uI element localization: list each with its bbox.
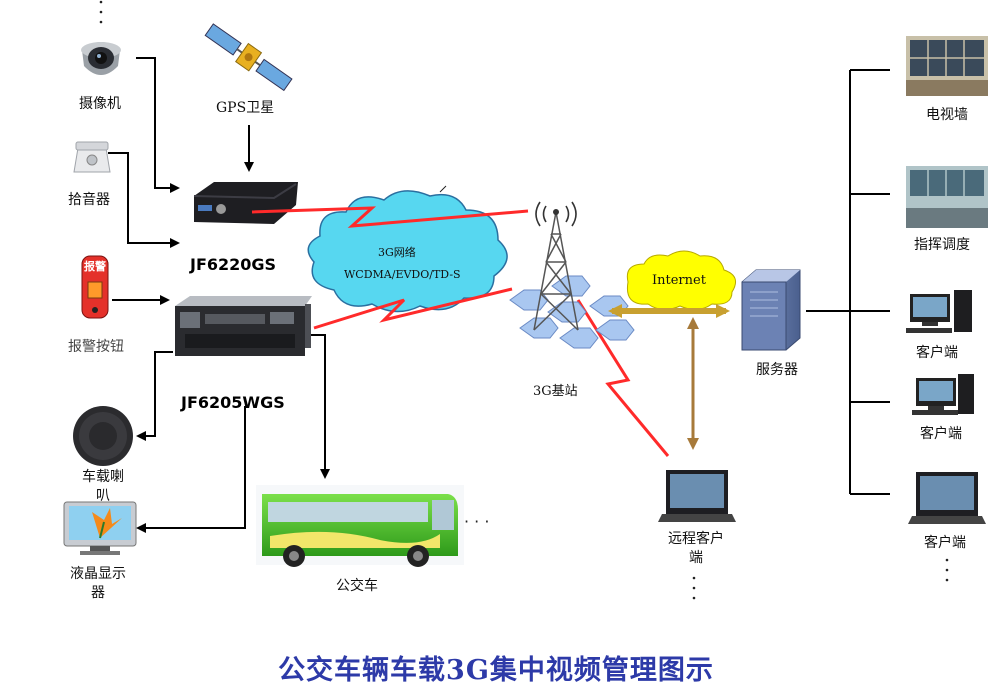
dvr-jf6205wgs-icon bbox=[175, 296, 312, 356]
top-ellipsis bbox=[99, 0, 103, 24]
alarm-button-label: 报警按钮 bbox=[68, 339, 124, 355]
remote-client-laptop-icon bbox=[658, 470, 736, 522]
bus-ellipsis: · · · bbox=[464, 512, 490, 531]
dvr2-model-label: JF6205WGS bbox=[181, 393, 285, 412]
remote-client-label: 远程客户 端 bbox=[656, 530, 736, 568]
gps-label: GPS卫星 bbox=[216, 100, 275, 116]
camera-icon bbox=[81, 42, 121, 75]
base-station-label: 3G基站 bbox=[533, 384, 578, 399]
bus-label: 公交车 bbox=[336, 578, 378, 594]
base-to-remote-link bbox=[576, 299, 670, 457]
dvr2-wireless-link bbox=[313, 287, 513, 330]
alarm-button-text: 报警 bbox=[84, 260, 106, 273]
client-label-3: 客户端 bbox=[924, 535, 966, 551]
tv-wall-icon bbox=[906, 36, 988, 96]
speaker-icon bbox=[73, 406, 133, 466]
lcd-label-line1: 液晶显示 bbox=[70, 566, 126, 582]
server-bracket bbox=[806, 69, 890, 495]
internet-label: Internet bbox=[652, 273, 706, 288]
alarm-button-icon bbox=[81, 255, 109, 319]
client-pc-icon-2 bbox=[912, 374, 974, 415]
pickup-icon bbox=[73, 141, 111, 173]
client-ellipsis bbox=[945, 558, 949, 582]
remote-client-label-line1: 远程客户 bbox=[668, 531, 724, 547]
dispatch-room-icon bbox=[906, 166, 988, 228]
dispatch-label: 指挥调度 bbox=[914, 237, 970, 253]
remote-client-label-line2: 端 bbox=[689, 550, 703, 566]
lcd-label-line2: 器 bbox=[91, 585, 105, 601]
bus-icon bbox=[256, 485, 464, 567]
base-station-icon bbox=[509, 201, 635, 349]
speaker-label-line2: 叭 bbox=[96, 488, 110, 504]
server-icon bbox=[741, 269, 801, 351]
speaker-label: 车载喇 叭 bbox=[70, 468, 136, 506]
lightning-bolts bbox=[251, 206, 670, 457]
cloud-line1: 3G网络 bbox=[378, 246, 416, 259]
dvr-to-lcd-line bbox=[136, 406, 246, 533]
diagram-title: 公交车辆车载3G集中视频管理图示 bbox=[278, 655, 714, 686]
cloud-line2: WCDMA/EVDO/TD-S bbox=[344, 268, 461, 281]
lcd-label: 液晶显示 器 bbox=[58, 565, 138, 603]
dvr-to-speaker-line bbox=[136, 351, 173, 441]
client-laptop-icon-3 bbox=[908, 472, 986, 524]
remote-ellipsis bbox=[692, 576, 696, 600]
dvr1-wireless-link bbox=[251, 206, 529, 228]
camera-label: 摄像机 bbox=[79, 96, 121, 112]
left-connectors bbox=[108, 57, 330, 533]
lcd-display-icon bbox=[63, 501, 137, 555]
pickup-label: 拾音器 bbox=[68, 192, 110, 208]
gps-satellite-icon bbox=[204, 23, 293, 92]
dvr-jf6220gs-icon bbox=[193, 182, 298, 224]
client-label-1: 客户端 bbox=[916, 345, 958, 361]
dvr-to-bus-line bbox=[308, 334, 330, 479]
pickup-to-dvr-line bbox=[108, 152, 180, 248]
client-label-2: 客户端 bbox=[920, 426, 962, 442]
speaker-label-line1: 车载喇 bbox=[82, 469, 124, 485]
client-pc-icon-1 bbox=[906, 290, 972, 333]
dvr1-model-label: JF6220GS bbox=[190, 255, 277, 274]
tv-wall-label: 电视墙 bbox=[926, 107, 968, 123]
camera-to-dvr-line bbox=[136, 57, 180, 193]
server-label: 服务器 bbox=[756, 362, 798, 378]
